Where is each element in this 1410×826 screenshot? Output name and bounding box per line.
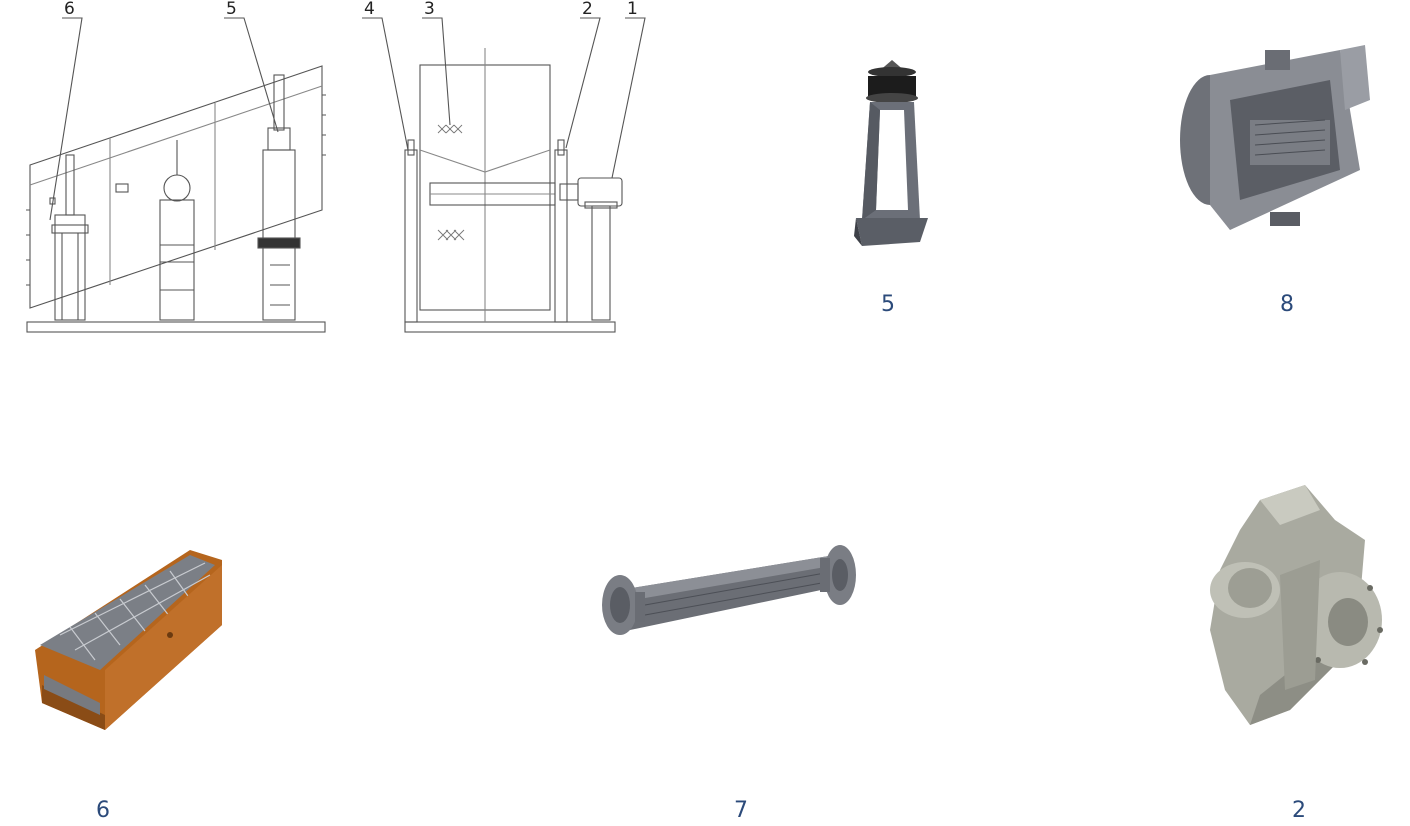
side-view-support-left: [54, 214, 86, 321]
component-7-shaft-image: [595, 540, 870, 655]
component-6-screen-box-image: [30, 545, 230, 740]
leader-4: [362, 17, 409, 151]
component-label-8: 8: [1280, 292, 1294, 317]
technical-drawing: 6 5 4 3 2 1: [0, 0, 660, 345]
component-label-7: 7: [734, 798, 748, 823]
callout-1: 1: [627, 0, 638, 19]
side-view-support-right: [262, 149, 296, 321]
callout-5: 5: [226, 0, 237, 19]
leader-1: [611, 17, 646, 179]
side-view-support-middle: [159, 199, 195, 321]
callout-4: 4: [364, 0, 375, 19]
component-8-exciter-image: [1170, 40, 1380, 240]
callout-2: 2: [582, 0, 593, 19]
component-label-2: 2: [1292, 798, 1306, 823]
component-2-coupling-image: [1190, 480, 1390, 735]
side-view-base: [26, 321, 326, 333]
callout-6: 6: [64, 0, 75, 19]
component-label-5: 5: [881, 292, 895, 317]
component-label-6: 6: [96, 798, 110, 823]
leader-3: [422, 17, 451, 126]
front-view-base: [404, 321, 616, 333]
callout-3: 3: [424, 0, 435, 19]
technical-drawing-svg: 6 5 4 3 2 1: [26, 0, 646, 333]
component-5-support-image: [840, 50, 950, 260]
leader-2: [565, 17, 601, 149]
leader-5: [224, 17, 279, 133]
leader-6: [49, 17, 83, 221]
